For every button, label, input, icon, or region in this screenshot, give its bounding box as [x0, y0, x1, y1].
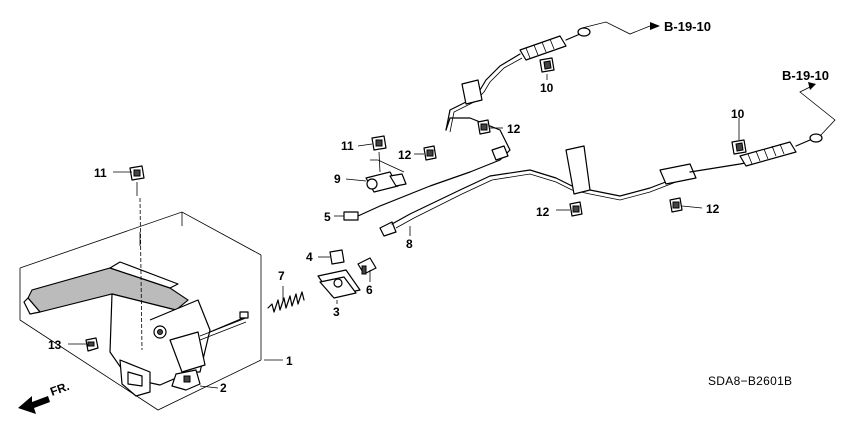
callout-12-right: 12	[706, 202, 720, 216]
callout-12-center: 12	[398, 148, 412, 162]
callout-3: 3	[333, 305, 340, 319]
callout-11-left: 11	[94, 166, 107, 180]
part-4-nut	[329, 249, 345, 265]
callout-12-lower: 12	[536, 205, 550, 219]
callout-2: 2	[220, 381, 227, 395]
front-label: FR.	[48, 379, 71, 399]
callout-10-upper: 10	[540, 81, 554, 95]
part-11-bolt-left	[129, 165, 145, 351]
callout-1: 1	[286, 354, 293, 368]
callout-13: 13	[48, 338, 62, 352]
drawing-code: SDA8−B2601B	[708, 374, 792, 388]
part-2-switch	[171, 369, 201, 391]
callout-5: 5	[324, 210, 331, 224]
callout-4: 4	[306, 250, 313, 264]
callout-7: 7	[278, 269, 285, 283]
part-8-cable-end	[379, 175, 493, 237]
callout-6: 6	[366, 283, 373, 297]
callout-12-upper: 12	[507, 122, 521, 136]
part-10-clip-upper	[539, 57, 555, 73]
leader-lines	[68, 74, 740, 389]
reference-label-upper: B-19-10	[664, 19, 711, 34]
front-direction-arrow: FR.	[18, 379, 71, 414]
reference-label-right: B-19-10	[782, 68, 829, 83]
part-3-equalizer	[317, 269, 361, 299]
part-9-adjuster	[365, 171, 407, 193]
part-7-spring	[267, 291, 305, 313]
part-12-bolt-d	[669, 197, 683, 213]
part-11-bolt-center	[371, 135, 387, 173]
callout-numbers: 1 2 3 4 5 6 7 8 9 10 10 11 11 12 12 12 1…	[48, 81, 745, 395]
reference-arrow-right	[799, 82, 836, 137]
part-10-clip-right	[731, 139, 747, 155]
right-rear-cable	[489, 133, 823, 201]
callout-10-right: 10	[731, 107, 745, 121]
part-6-bolt	[357, 257, 377, 275]
part-12-bolt-c	[569, 201, 583, 217]
parking-brake-lever	[23, 261, 249, 397]
lever-assembly-box	[19, 211, 262, 411]
callout-9: 9	[334, 172, 341, 186]
part-5-cable-end	[343, 171, 471, 221]
part-12-bolt-b	[423, 145, 437, 161]
callout-11-center: 11	[341, 139, 354, 153]
reference-arrow-upper	[581, 21, 660, 35]
callout-8: 8	[406, 237, 413, 251]
left-rear-cable	[445, 27, 591, 173]
part-13-bolt	[85, 337, 99, 352]
part-12-bolt-a	[477, 119, 491, 135]
